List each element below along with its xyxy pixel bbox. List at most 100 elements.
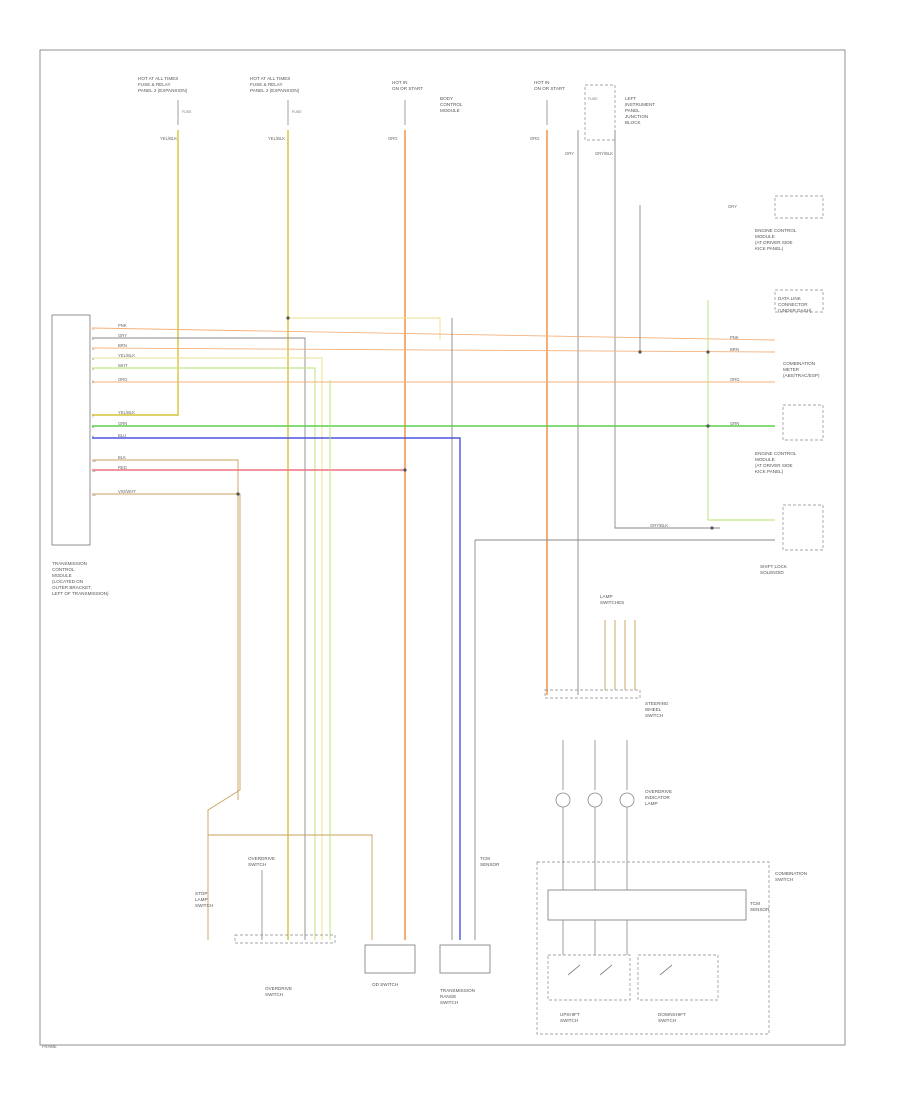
svg-text:HOT IN: HOT IN (534, 80, 549, 85)
wire-blue (92, 437, 461, 940)
svg-text:HOT AT ALL TIMES: HOT AT ALL TIMES (138, 76, 178, 81)
svg-text:BRN: BRN (730, 347, 739, 352)
wire-gray-a (92, 337, 306, 940)
svg-text:PANEL 2 (EXPANSION): PANEL 2 (EXPANSION) (250, 88, 300, 93)
stop-lamp-switch: STOP LAMP SWITCH (195, 891, 213, 908)
wire-tan-b (92, 493, 241, 940)
svg-text:SENSOR: SENSOR (750, 907, 770, 912)
svg-text:LEFT OF TRANSMISSION): LEFT OF TRANSMISSION) (52, 591, 109, 596)
svg-text:SHIFT LOCK: SHIFT LOCK (760, 564, 788, 569)
svg-text:STOP: STOP (195, 891, 207, 896)
svg-text:OUTER BRACKET,: OUTER BRACKET, (52, 585, 92, 590)
wire-light-orange-b (91, 347, 776, 353)
transmission-range-switch: TRANSMISSION RANGE SWITCH TCM SENSOR (439, 856, 500, 1005)
svg-text:STEERING: STEERING (645, 701, 669, 706)
wire-gray-2 (614, 130, 720, 529)
svg-text:GRY/BLK: GRY/BLK (650, 523, 668, 528)
svg-text:TCM: TCM (750, 901, 760, 906)
wire-pale-yellow-b (92, 357, 323, 940)
od-switch: OD SWITCH (364, 944, 416, 987)
svg-text:10: 10 (92, 459, 96, 463)
wire-gray-right-b (474, 539, 775, 940)
svg-text:SWITCH: SWITCH (645, 713, 663, 718)
wire-light-green-a (92, 367, 316, 940)
svg-text:MODULE: MODULE (755, 457, 775, 462)
svg-text:2: 2 (92, 337, 94, 341)
svg-text:LAMP: LAMP (645, 801, 658, 806)
svg-text:1: 1 (92, 327, 94, 331)
svg-text:4: 4 (92, 357, 94, 361)
svg-text:ENGINE CONTROL: ENGINE CONTROL (755, 228, 797, 233)
svg-text:GRY/BLK: GRY/BLK (595, 151, 613, 156)
svg-text:SWITCHES: SWITCHES (600, 600, 624, 605)
engine-control-module-1: GRY ENGINE CONTROL MODULE (AT DRIVER SID… (728, 195, 824, 251)
source-hot-in-on-1: HOT IN ON OR START ORG BODY CONTROL MODU… (388, 80, 463, 141)
svg-text:FUSE: FUSE (182, 110, 192, 114)
svg-text:RED: RED (118, 465, 127, 470)
data-link-connector: DATA LINK CONNECTOR (UNDER DASH) (774, 289, 824, 313)
svg-text:KICK PANEL): KICK PANEL) (755, 246, 784, 251)
svg-text:ORG: ORG (388, 136, 398, 141)
svg-text:ORG: ORG (730, 377, 740, 382)
svg-text:SWITCH: SWITCH (560, 1018, 578, 1023)
engine-control-module-2: ENGINE CONTROL MODULE (AT DRIVER SIDE KI… (755, 404, 824, 474)
svg-text:COMBINATION: COMBINATION (775, 871, 807, 876)
svg-text:WHT: WHT (118, 363, 128, 368)
lamp-switch-group: LAMP SWITCHES STEERING WHEEL SWITCH (544, 594, 669, 718)
svg-text:WHEEL: WHEEL (645, 707, 662, 712)
svg-text:METER: METER (783, 367, 800, 372)
svg-text:PANEL: PANEL (625, 108, 640, 113)
svg-text:7: 7 (92, 415, 94, 419)
svg-text:COMBINATION: COMBINATION (783, 361, 815, 366)
svg-text:GRY: GRY (565, 151, 574, 156)
svg-text:SWITCH: SWITCH (440, 1000, 458, 1005)
diagram-frame (39, 49, 846, 1046)
svg-text:PNK: PNK (730, 335, 739, 340)
svg-text:OD SWITCH: OD SWITCH (372, 982, 398, 987)
svg-text:BLOCK: BLOCK (625, 120, 642, 125)
tcm-connector: 1 2 3 4 5 6 7 8 9 10 11 12 TRANSMISSION … (51, 314, 109, 596)
svg-text:(LOCATED ON: (LOCATED ON (52, 579, 83, 584)
svg-text:SENSOR: SENSOR (480, 862, 500, 867)
frame-label: FRAME (42, 1044, 57, 1049)
svg-text:MODULE: MODULE (52, 573, 72, 578)
svg-text:(ABS/TRAC/ESP): (ABS/TRAC/ESP) (783, 373, 820, 378)
left-junction-block: FUSE LEFT INSTRUMENT PANEL JUNCTION BLOC… (565, 84, 655, 156)
svg-text:GRN: GRN (118, 421, 127, 426)
svg-text:DATA LINK: DATA LINK (778, 296, 802, 301)
svg-text:LEFT: LEFT (625, 96, 636, 101)
svg-text:LAMP: LAMP (600, 594, 613, 599)
svg-text:FUSE & RELAY: FUSE & RELAY (138, 82, 171, 87)
svg-text:OVERDRIVE: OVERDRIVE (265, 986, 292, 991)
wire-tan-a (92, 459, 239, 800)
shift-lock-connector: SHIFT LOCK SOLENOID (760, 504, 824, 575)
svg-text:ORG: ORG (530, 136, 540, 141)
svg-text:3: 3 (92, 347, 94, 351)
svg-text:CONNECTOR: CONNECTOR (778, 302, 808, 307)
svg-text:9: 9 (92, 435, 94, 439)
wire-pale-yellow (288, 317, 441, 340)
svg-text:SWITCH: SWITCH (195, 903, 213, 908)
svg-text:KICK PANEL): KICK PANEL) (755, 469, 784, 474)
svg-text:MODULE: MODULE (440, 108, 460, 113)
source-hot-all-times-1: HOT AT ALL TIMES FUSE & RELAY PANEL 2 (E… (138, 76, 192, 141)
svg-text:GRN: GRN (730, 421, 739, 426)
svg-text:UPSHIFT: UPSHIFT (560, 1012, 580, 1017)
svg-text:(AT DRIVER SIDE: (AT DRIVER SIDE (755, 240, 793, 245)
svg-text:VIO/WHT: VIO/WHT (118, 489, 136, 494)
svg-text:YEL/BLK: YEL/BLK (160, 136, 177, 141)
svg-text:12: 12 (92, 493, 96, 497)
svg-text:YEL/BLK: YEL/BLK (118, 353, 135, 358)
svg-text:INSTRUMENT: INSTRUMENT (625, 102, 655, 107)
svg-text:YEL/BLK: YEL/BLK (268, 136, 285, 141)
svg-text:JUNCTION: JUNCTION (625, 114, 648, 119)
indicator-bulbs: OVERDRIVE INDICATOR LAMP (555, 740, 672, 890)
svg-text:DOWNSHIFT: DOWNSHIFT (658, 1012, 686, 1017)
combination-switch: UPSHIFT SWITCH DOWNSHIFT SWITCH COMBINAT… (536, 861, 807, 1035)
combination-meter-top: COMBINATION METER (ABS/TRAC/ESP) (783, 361, 820, 378)
svg-text:SWITCH: SWITCH (775, 877, 793, 882)
svg-text:OVERDRIVE: OVERDRIVE (248, 856, 275, 861)
svg-text:MODULE: MODULE (755, 234, 775, 239)
svg-text:8: 8 (92, 425, 94, 429)
wire-light-green-c (707, 300, 775, 521)
